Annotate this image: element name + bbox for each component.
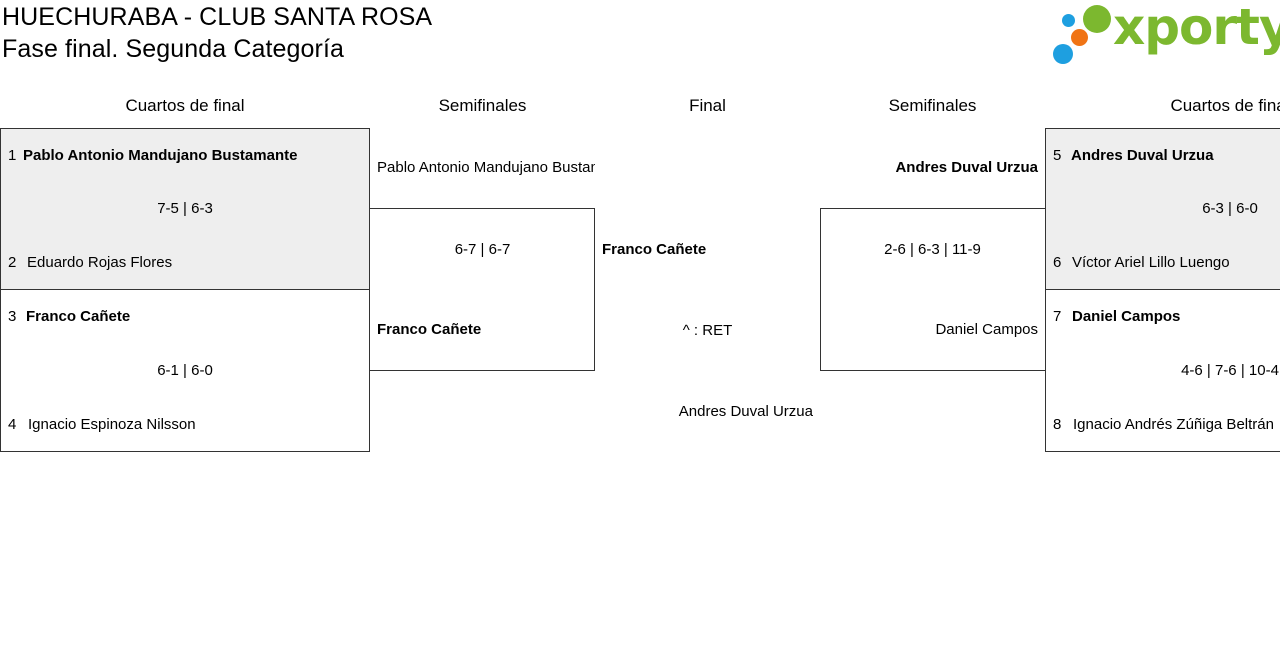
player-name-winner[interactable]: Andres Duval Urzua (895, 159, 1038, 176)
player-name[interactable]: Pablo Antonio Mandujano Bustamante (377, 159, 595, 176)
logo-dot-blue-large (1053, 44, 1073, 64)
match-left-qf-1[interactable] (0, 128, 370, 290)
header-final: Final (689, 96, 726, 115)
player-name[interactable]: Eduardo Rojas Flores (27, 254, 173, 271)
player-name[interactable]: Víctor Ariel Lillo Luengo (1072, 254, 1230, 271)
page-title: HUECHURABA - CLUB SANTA ROSA (2, 3, 433, 31)
match-score: 6-7 | 6-7 (454, 241, 511, 258)
seed-number: 3 (8, 308, 17, 325)
seed-number: 1 (8, 147, 17, 164)
final-result: ^ : RET (682, 322, 733, 339)
xporty-logo[interactable]: xporty (1050, 0, 1280, 68)
player-name[interactable]: Daniel Campos (935, 321, 1038, 338)
player-name-winner[interactable]: Andres Duval Urzua (1071, 147, 1214, 164)
player-name-winner[interactable]: Franco Cañete (377, 321, 482, 338)
logo-dot-blue-small (1062, 14, 1075, 27)
match-score: 7-5 | 6-3 (157, 200, 213, 217)
final-winner[interactable]: Franco Cañete (602, 241, 707, 258)
seed-number: 5 (1053, 147, 1062, 164)
header-left-quarterfinals: Cuartos de final (125, 96, 245, 115)
player-name[interactable]: Ignacio Andrés Zúñiga Beltrán (1073, 416, 1274, 433)
header-right-semifinals: Semifinales (888, 96, 977, 115)
seed-number: 4 (8, 416, 17, 433)
player-name-winner[interactable]: Daniel Campos (1072, 308, 1181, 325)
seed-number: 2 (8, 254, 17, 271)
match-score: 4-6 | 7-6 | 10-4 (1181, 362, 1279, 379)
match-right-qf-1[interactable] (1045, 128, 1280, 290)
seed-number: 8 (1053, 416, 1062, 433)
page-subtitle: Fase final. Segunda Categoría (2, 35, 345, 63)
final-runner-up[interactable]: Andres Duval Urzua (678, 403, 813, 420)
match-score: 2-6 | 6-3 | 11-9 (884, 241, 981, 258)
player-name[interactable]: Ignacio Espinoza Nilsson (28, 416, 196, 433)
seed-number: 6 (1053, 254, 1062, 271)
logo-dot-orange (1071, 29, 1088, 46)
match-right-qf-2[interactable] (1045, 289, 1280, 452)
logo-wordmark: xporty (1113, 0, 1280, 56)
match-score: 6-1 | 6-0 (157, 362, 213, 379)
header-right-quarterfinals: Cuartos de final (1170, 96, 1280, 115)
player-name-winner[interactable]: Pablo Antonio Mandujano Bustamante (23, 147, 298, 164)
match-score: 6-3 | 6-0 (1202, 200, 1258, 217)
logo-dot-green (1083, 5, 1111, 33)
header-left-semifinals: Semifinales (438, 96, 527, 115)
player-name-winner[interactable]: Franco Cañete (26, 308, 131, 325)
seed-number: 7 (1053, 308, 1062, 325)
match-right-sf[interactable] (820, 208, 1046, 371)
match-left-sf[interactable] (369, 208, 595, 371)
